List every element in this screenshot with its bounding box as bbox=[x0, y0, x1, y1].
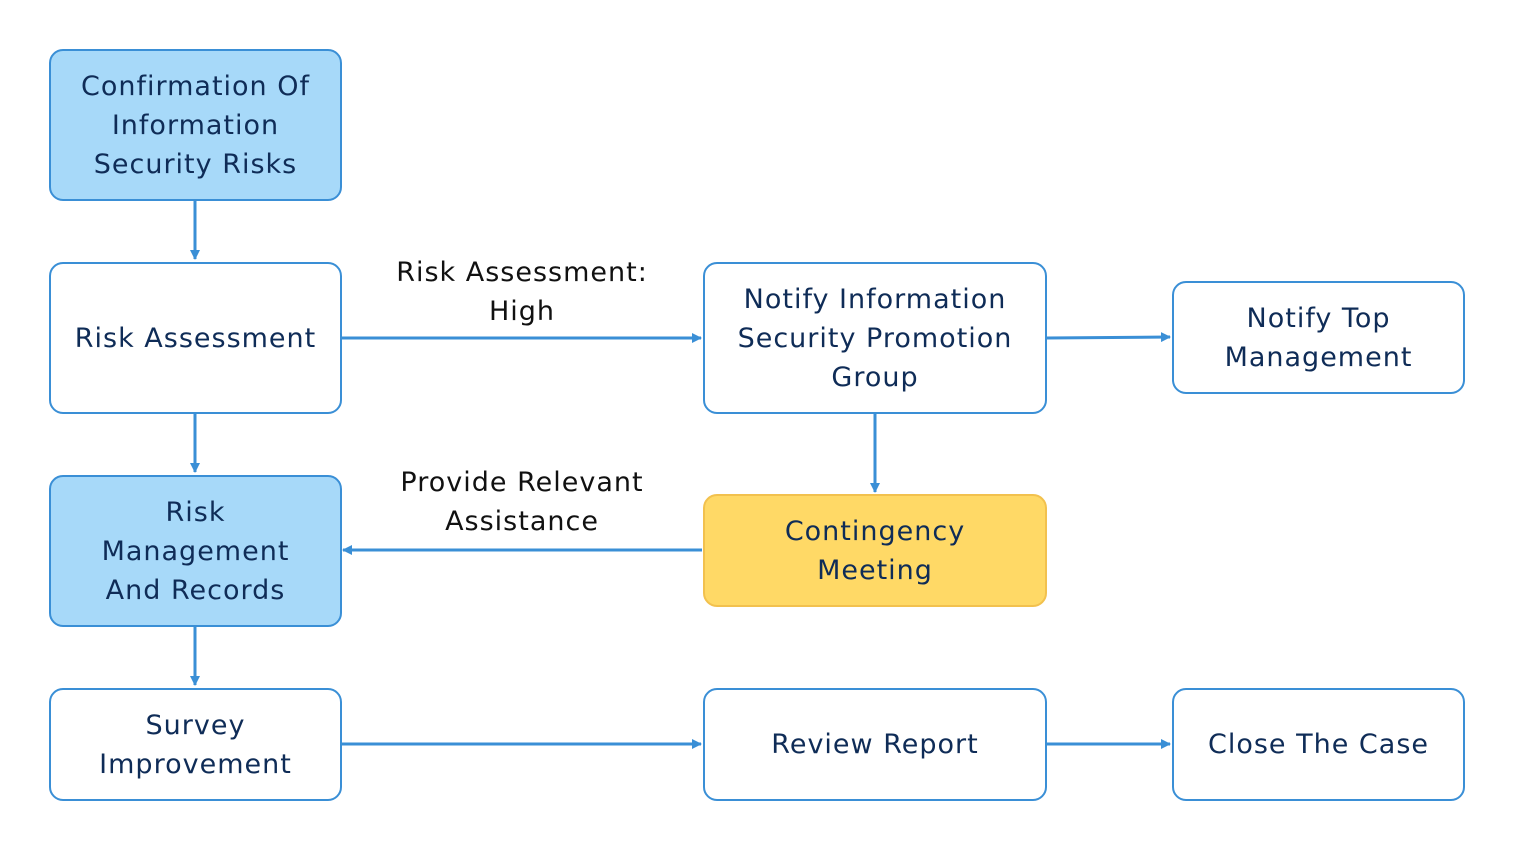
edge-label-risk-assessment-high: Risk Assessment: High bbox=[396, 257, 648, 327]
node-review-report: Review Report bbox=[703, 688, 1047, 801]
node-notify-top-management: Notify Top Management bbox=[1172, 281, 1465, 394]
node-contingency-meeting: Contingency Meeting bbox=[703, 494, 1047, 607]
node-risk-assessment: Risk Assessment bbox=[49, 262, 342, 414]
arrow-notify-group-to-notify-top bbox=[1046, 332, 1171, 343]
node-confirmation-of-security-risks: Confirmation Of Information Security Ris… bbox=[49, 49, 342, 201]
node-notify-promotion-group: Notify Information Security Promotion Gr… bbox=[703, 262, 1047, 414]
node-close-the-case: Close The Case bbox=[1172, 688, 1465, 801]
node-survey-improvement: Survey Improvement bbox=[49, 688, 342, 801]
edge-label-provide-relevant-assistance: Provide Relevant Assistance bbox=[400, 467, 644, 537]
node-risk-management-and-records: Risk Management And Records bbox=[49, 475, 342, 627]
